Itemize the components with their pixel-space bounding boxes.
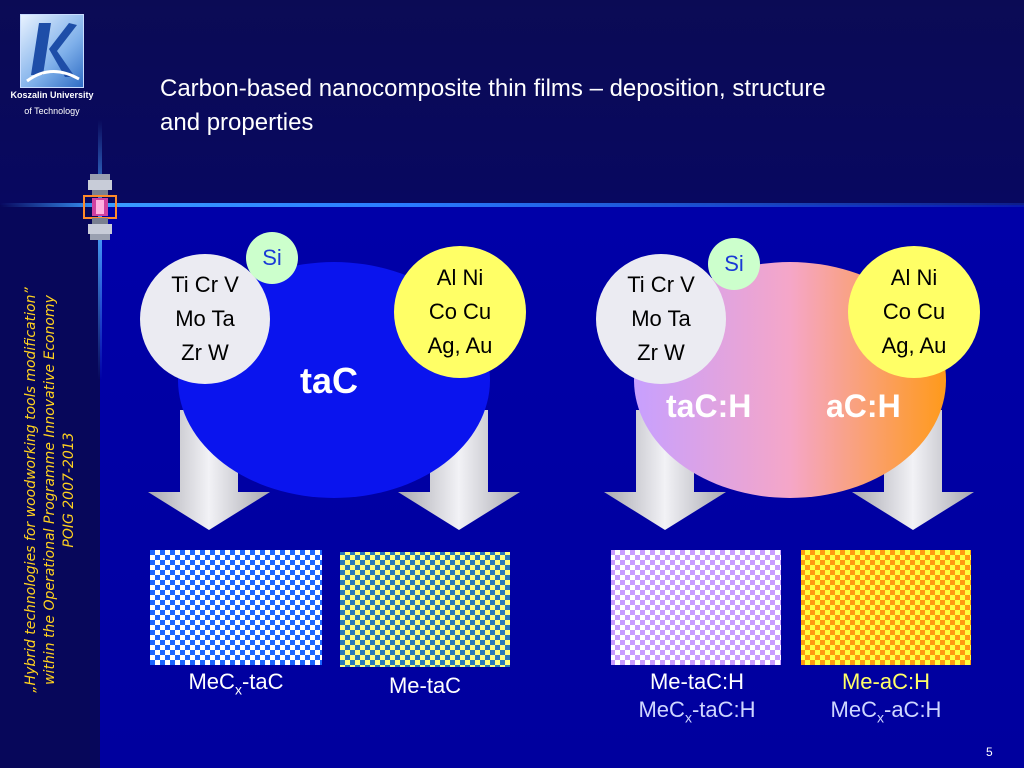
column-emblem-icon [83, 174, 117, 240]
label-mecx-ac-h-pre: MeC [830, 697, 877, 722]
label-mecx-ac-h-post: -aC:H [884, 697, 942, 722]
right-arrow-2 [852, 410, 974, 530]
logo-caption-line2: of Technology [24, 106, 80, 116]
vertical-accent-line [98, 120, 102, 380]
right-metals-white-bubble: Ti Cr V Mo Ta Zr W [596, 254, 726, 384]
label-mecx-tac-pre: MeC [188, 669, 235, 694]
label-right-output1: Me-taC:H MeCx-taC:H [604, 668, 790, 731]
slide-title-line1: Carbon-based nanocomposite thin films – … [160, 75, 826, 102]
logo-mark-icon [26, 23, 80, 83]
label-me-tac: Me-taC [388, 673, 462, 698]
left-white-line2: Mo Ta [175, 306, 235, 331]
right-arrow-1 [604, 410, 726, 530]
label-mecx-tac-h-pre: MeC [638, 697, 685, 722]
label-mecx-tac: MeCx-taC [150, 668, 322, 703]
label-mecx-tac-h: MeCx-taC:H [604, 696, 790, 731]
label-me-ac-h: Me-aC:H [841, 669, 930, 694]
left-metals-yellow-bubble: Al Ni Co Cu Ag, Au [394, 246, 526, 378]
label-mecx-tac-h-sub: x [684, 709, 692, 726]
left-white-line3: Zr W [181, 340, 229, 365]
left-white-line1: Ti Cr V [171, 272, 239, 297]
label-mecx-tac-h-post: -taC:H [691, 697, 756, 722]
university-logo [20, 14, 84, 88]
page-number: 5 [986, 745, 993, 759]
right-yellow-line1: Al Ni [890, 265, 938, 290]
slide-title: Carbon-based nanocomposite thin films – … [160, 72, 980, 140]
right-white-line1: Ti Cr V [627, 272, 695, 297]
tile-me-tac-h [611, 550, 781, 665]
left-arrow-2 [398, 410, 520, 530]
label-mecx-ac-h-sub: x [877, 709, 884, 726]
label-mecx-ac-h: MeCx-aC:H [796, 696, 976, 731]
label-right-output2: Me-aC:H MeCx-aC:H [796, 668, 976, 731]
right-white-line2: Mo Ta [631, 306, 691, 331]
left-yellow-line3: Ag, Au [427, 333, 493, 358]
left-core-label: taC [300, 360, 359, 401]
label-mecx-tac-sub: x [234, 681, 242, 698]
tile-me-tac [340, 552, 510, 667]
label-me-tac-h: Me-taC:H [649, 669, 745, 694]
right-si-bubble: Si [708, 238, 760, 290]
header-divider-line [0, 203, 1024, 207]
right-yellow-line3: Ag, Au [881, 333, 947, 358]
right-core-label-tac-h: taC:H [666, 388, 752, 424]
left-arrow-1 [148, 410, 270, 530]
right-yellow-line2: Co Cu [882, 299, 946, 324]
label-mecx-tac-post: -taC [241, 669, 284, 694]
right-core-label-ac-h: aC:H [826, 388, 901, 424]
logo-caption-line1: Koszalin University [10, 90, 94, 100]
left-sidebar-band [0, 205, 100, 768]
right-metals-yellow-bubble: Al Ni Co Cu Ag, Au [848, 246, 980, 378]
slide-title-line2: and properties [160, 109, 314, 136]
left-metals-white-bubble: Ti Cr V Mo Ta Zr W [140, 254, 270, 384]
left-yellow-line2: Co Cu [428, 299, 492, 324]
tile-mecx-tac [150, 550, 322, 665]
left-si-bubble: Si [246, 232, 298, 284]
right-white-line3: Zr W [637, 340, 685, 365]
left-yellow-line1: Al Ni [436, 265, 484, 290]
tile-me-ac-h [801, 550, 971, 665]
header-band [0, 0, 1024, 205]
